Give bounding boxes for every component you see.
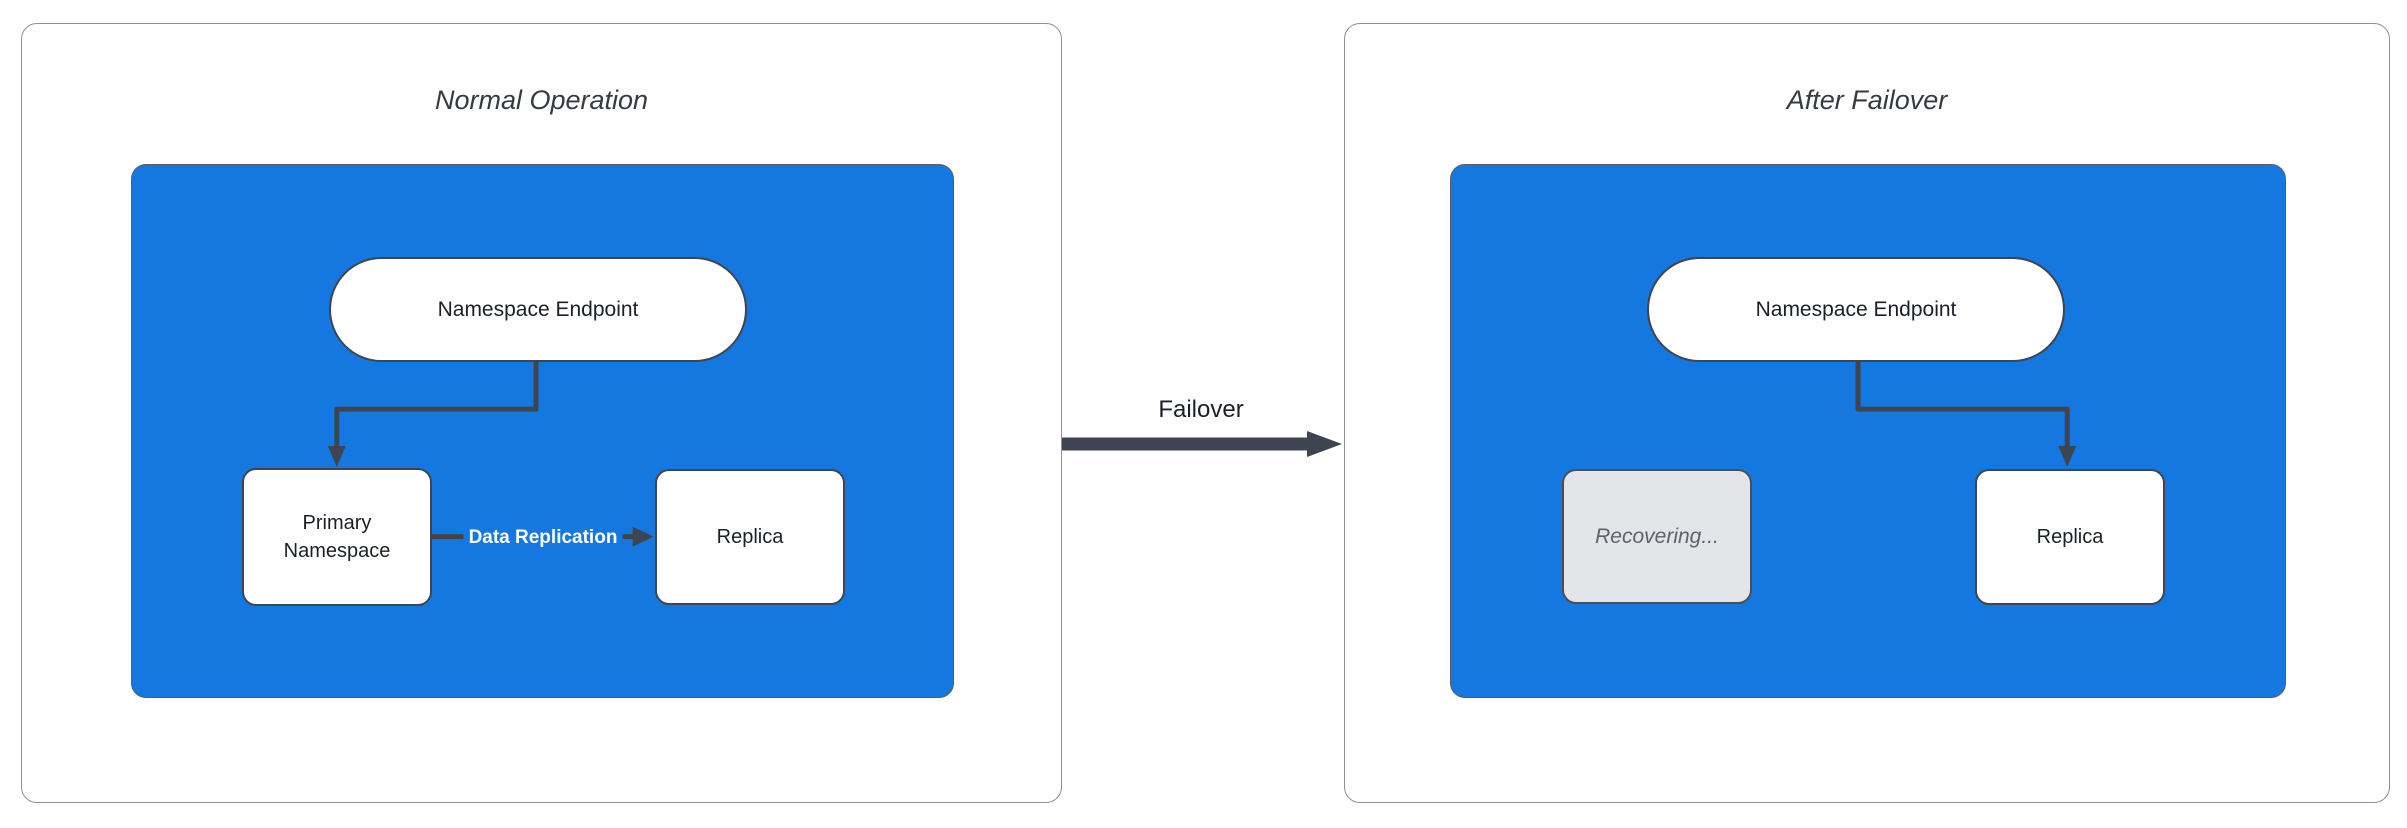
namespace-endpoint-label: Namespace Endpoint [1755,297,1957,321]
namespace-endpoint-node: Namespace Endpoint [1647,257,2065,362]
after-failover-panel: After Failover Namespace Endpoint Recove… [1344,23,2390,803]
connector-endpoint-to-primary [327,361,654,547]
namespace-endpoint-label: Namespace Endpoint [437,297,639,321]
data-replication-label: Data Replication [463,526,623,550]
replica-label: Replica [2036,526,2104,548]
replica-label: Replica [716,526,784,548]
arrowhead-down-icon [327,445,346,467]
normal-operation-title: Normal Operation [434,85,649,115]
connector-endpoint-to-replica [1855,361,2077,467]
after-failover-title: After Failover [1786,85,1948,115]
recovering-node: Recovering... [1562,469,1752,604]
arrowhead-right-icon [632,526,654,547]
after-failover-container: Namespace Endpoint Recovering... Replica [1450,164,2286,698]
arrowhead-down-icon [2058,445,2077,467]
primary-namespace-label: Primary Namespace [283,512,391,562]
arrowhead-right-icon [1307,431,1342,457]
failover-arrow [1062,431,1342,457]
normal-operation-container: Namespace Endpoint Primary Namespace Rep… [131,164,954,698]
recovering-label: Recovering... [1595,524,1719,548]
replica-node-left: Replica [655,469,845,605]
primary-namespace-node: Primary Namespace [242,468,432,606]
failover-label: Failover [1158,396,1244,423]
namespace-endpoint-node: Namespace Endpoint [329,257,747,362]
normal-operation-panel: Normal Operation Namespace Endpoint Prim… [21,23,1062,803]
replica-node-right: Replica [1975,469,2165,605]
